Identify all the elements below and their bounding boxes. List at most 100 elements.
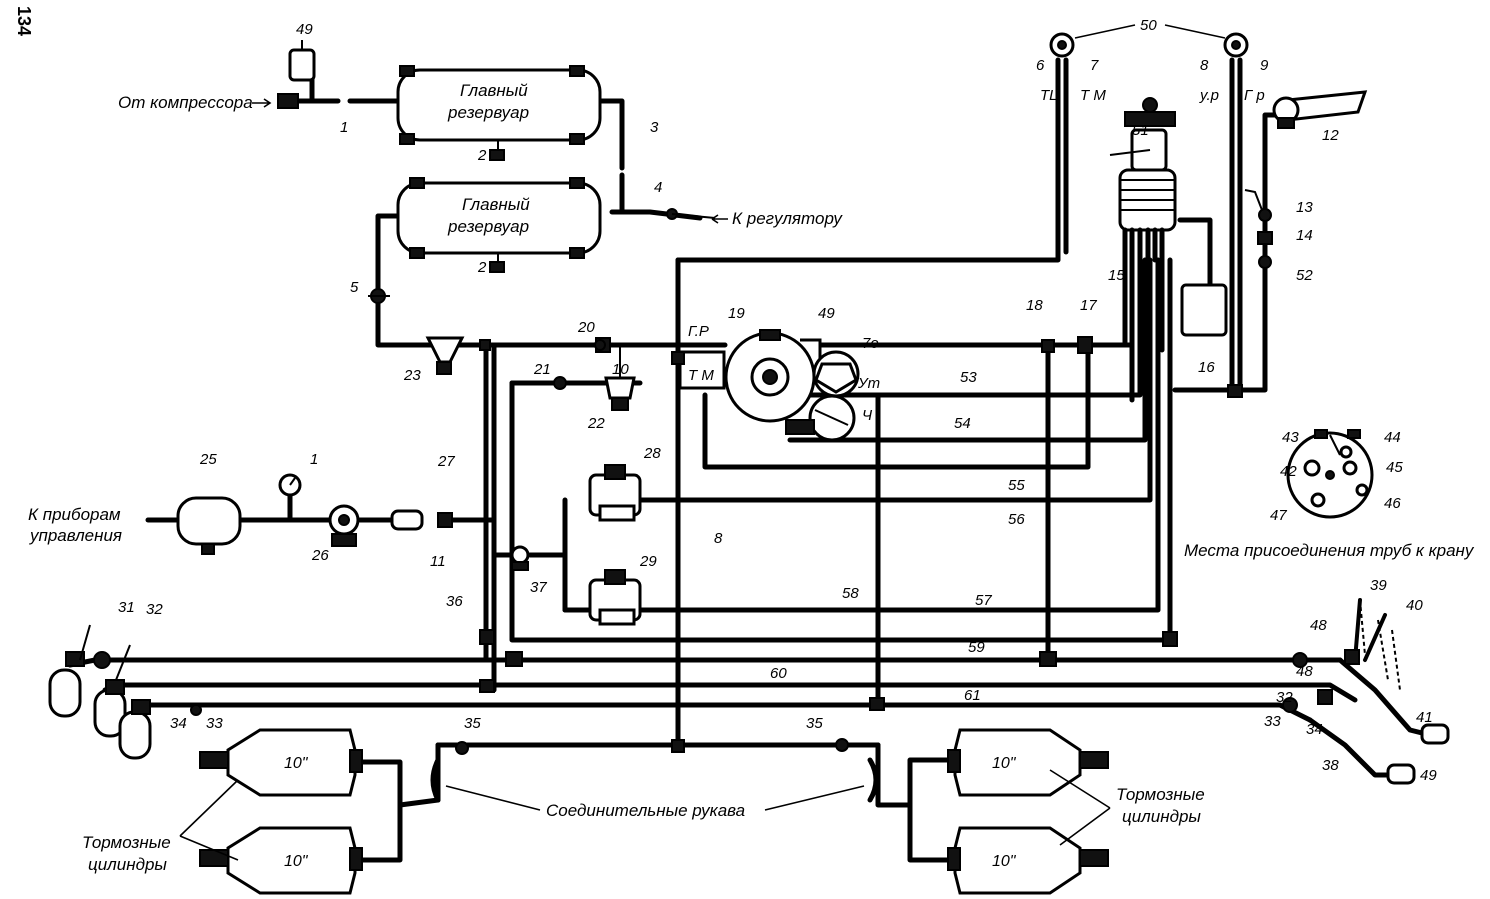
num-33-right: 34 [1306, 721, 1323, 738]
num-6: 6 [1036, 57, 1045, 74]
num-4: 4 [654, 179, 662, 196]
valve-36 [510, 545, 530, 571]
main-reservoir-lower [396, 177, 602, 273]
pipe-junctions [455, 339, 1243, 755]
chains-38 [1359, 599, 1401, 691]
num-23: 23 [403, 367, 421, 384]
num-53: 52 [1296, 267, 1313, 284]
num-2b: 2 [477, 259, 487, 276]
left-end-hoses [48, 624, 152, 760]
num-50: 49 [818, 305, 835, 322]
reservoir-upper-label-1: Главный [460, 81, 528, 100]
num-47: 48 [1296, 663, 1313, 680]
num-42: 43 [1282, 429, 1299, 446]
right-end-hoses [1282, 649, 1450, 785]
label-gr: Г р [1244, 87, 1265, 104]
leader-brake-cyl-right [1049, 769, 1111, 846]
label-from-compressor: От компрессора [118, 93, 253, 112]
valve-53 [1258, 255, 1272, 269]
equalizing-reservoir-16 [1180, 283, 1228, 337]
num-22: 22 [587, 415, 605, 432]
cyl-size-4: 10" [992, 853, 1017, 870]
label-brake-cyl-left-2: цилиндры [88, 855, 167, 874]
brake-cylinder-right-upper [947, 728, 1109, 797]
label-tc: ТЦ [1040, 87, 1060, 104]
num-61: 60 [770, 665, 787, 682]
num-14: 14 [1296, 227, 1313, 244]
num-40: 41 [1416, 709, 1433, 726]
cyl-size-3: 10" [992, 755, 1017, 772]
num-44: 45 [1386, 459, 1403, 476]
label-ch: Ч [862, 407, 873, 424]
pressure-gauge-right-51 [1223, 32, 1249, 58]
num-11: 11 [430, 553, 446, 570]
label-to-control-2: управления [29, 526, 122, 545]
num-30-left: 31 [118, 599, 135, 616]
num-56: 55 [1008, 477, 1025, 494]
valve-4 [666, 208, 716, 220]
num-57: 56 [1008, 511, 1025, 528]
label-ur: у.р [1199, 87, 1219, 104]
num-41: 42 [1280, 463, 1297, 480]
num-58: 57 [975, 592, 992, 609]
num-8: 8 [1200, 57, 1209, 74]
check-valve-49 [277, 40, 316, 109]
cyl-size-2: 10" [284, 853, 309, 870]
reservoir-lower-label-2: резервуар [447, 217, 529, 236]
num-51: 50 [1140, 17, 1157, 34]
num-5: 5 [350, 279, 359, 296]
part-numbers: 49 1 2 2 3 4 5 6 7 8 9 50 51 12 13 14 52… [118, 17, 1437, 784]
valve-14 [1257, 231, 1273, 245]
num-34a: 35 [464, 715, 481, 732]
label-ut: Ут [857, 375, 880, 392]
drivers-brake-valve [1109, 97, 1177, 403]
num-28: 28 [643, 445, 661, 462]
num-10: 10 [612, 361, 629, 378]
num-15: 15 [1108, 267, 1125, 284]
valve-21 [553, 376, 567, 390]
num-49-right: 49 [1420, 767, 1437, 784]
num-25: 25 [199, 451, 217, 468]
num-45: 46 [1384, 495, 1401, 512]
num-31-left: 32 [146, 601, 163, 618]
num-7: 7 [1090, 57, 1099, 74]
reservoir-lower-label-1: Главный [462, 195, 530, 214]
auxiliary-reservoir-25 [176, 496, 242, 555]
label-tm2: Т М [688, 367, 714, 384]
pressure-gauge-left-51 [1049, 32, 1075, 58]
safety-valve-23 [425, 336, 465, 375]
reservoir-upper-label-2: резервуар [447, 103, 529, 122]
num-27: 27 [437, 453, 455, 470]
num-39: 40 [1406, 597, 1423, 614]
num-31-right: 32 [1276, 689, 1293, 706]
num-43: 44 [1384, 429, 1401, 446]
num-8-mid: 8 [714, 530, 723, 547]
num-2a: 2 [477, 147, 487, 164]
cyl-size-1: 10" [284, 755, 309, 772]
num-33-left: 34 [170, 715, 187, 732]
num-36: 37 [530, 579, 547, 596]
num-37: 38 [1322, 757, 1339, 774]
reducing-valve-26 [328, 504, 360, 547]
label-tm: Т М [1080, 87, 1106, 104]
num-52: 51 [1132, 122, 1149, 139]
page-number: 134 [14, 6, 34, 36]
num-38-right: 39 [1370, 577, 1387, 594]
label-gr2: Г.Р [688, 323, 709, 340]
num-17: 17 [1080, 297, 1097, 314]
arrow-to-regulator [711, 214, 728, 224]
arrow-from-compressor [252, 98, 272, 108]
valve-17 [1077, 336, 1093, 354]
num-24: 1 [310, 451, 318, 468]
num-18: 18 [1026, 297, 1043, 314]
valve-5 [368, 288, 390, 304]
brake-cylinder-left-lower [199, 826, 363, 895]
label-brake-cyl-right-1: Тормозные [1116, 785, 1205, 804]
epk-valve-29 [588, 569, 642, 626]
num-16: 16 [1198, 359, 1215, 376]
brake-cylinder-left-upper [199, 728, 363, 797]
filter-27 [390, 509, 453, 531]
label-connecting-hoses: Соединительные рукава [546, 801, 745, 820]
label-crane-connection: Места присоединения труб к крану [1184, 541, 1475, 560]
